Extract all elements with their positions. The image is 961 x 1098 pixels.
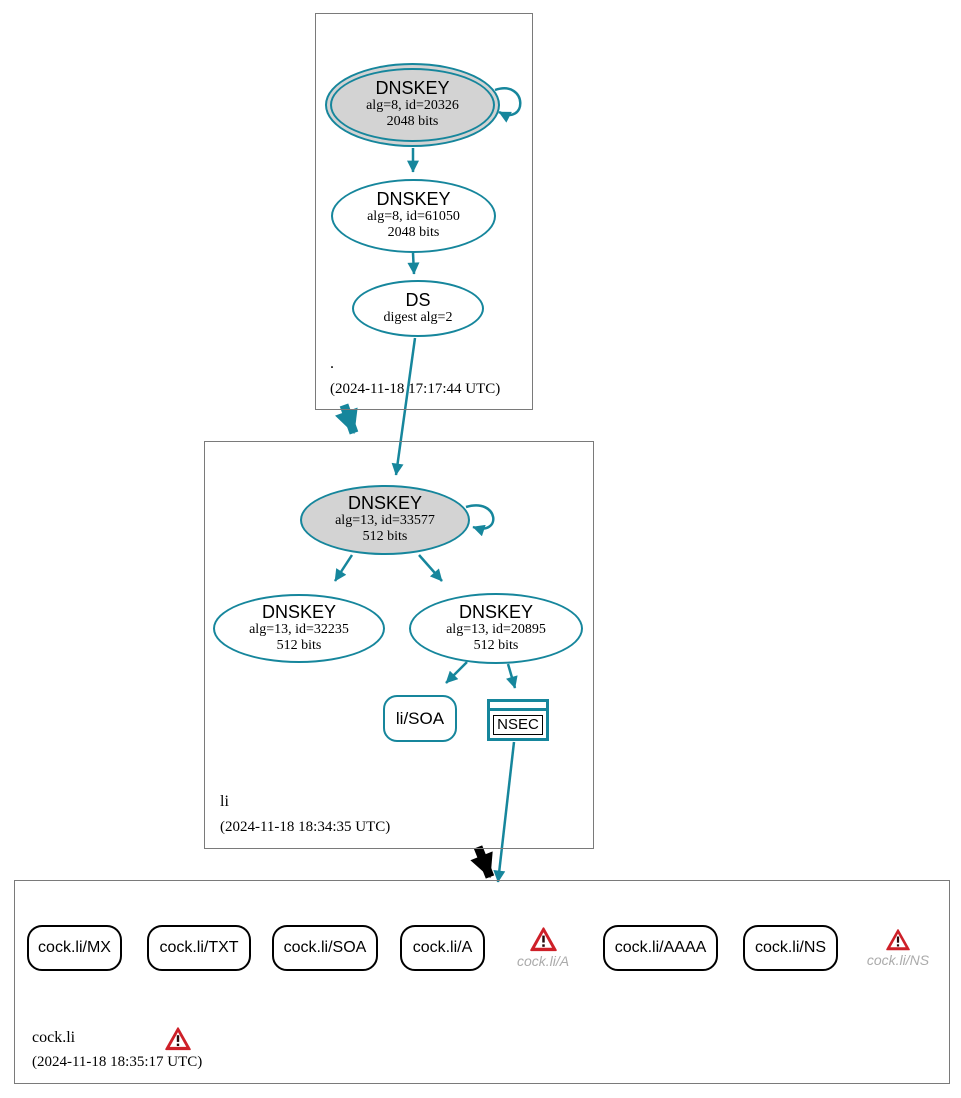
rrset-node-txt[interactable]: cock.li/TXT [147,925,251,971]
zone-label-li: li [220,793,229,810]
rrset-label: cock.li/MX [38,939,111,956]
node-title: DNSKEY [458,601,534,622]
zone-timestamp-cockli: (2024-11-18 18:35:17 UTC) [32,1054,203,1070]
node-detail: 512 bits [276,637,322,653]
nsec-body: NSEC [490,711,546,738]
node-detail: 2048 bits [387,225,440,241]
root-zsk-node[interactable]: DNSKEY alg=8, id=61050 2048 bits [331,179,496,253]
nsec-header-band [490,702,546,711]
rrset-node-aaaa[interactable]: cock.li/AAAA [603,925,718,971]
node-detail: alg=13, id=20895 [446,621,546,637]
rrset-label: cock.li/NS [754,939,827,956]
root-ksk-inner-ring [330,68,495,142]
zone-box-cockli [14,880,950,1084]
li-zsk1-node[interactable]: DNSKEY alg=13, id=32235 512 bits [213,594,385,663]
zone-box-root [315,13,533,410]
node-detail: 512 bits [473,637,519,653]
zone-label-cockli: cock.li [32,1029,76,1046]
node-title: DS [405,290,431,310]
node-label: NSEC [493,714,543,735]
li-ksk-node[interactable]: DNSKEY alg=13, id=33577 512 bits [300,485,470,555]
warning-icon [529,927,557,952]
node-title: DNSKEY [261,601,337,622]
rrset-label: cock.li/A [412,939,473,956]
node-detail: alg=13, id=32235 [249,621,349,637]
zone-timestamp-li: (2024-11-18 18:34:35 UTC) [220,819,391,835]
li-nsec-node[interactable]: NSEC [487,699,549,741]
node-detail: alg=13, id=33577 [335,513,435,529]
zone-label-root: . [330,355,334,372]
node-detail: digest alg=2 [383,309,453,325]
edge-li-delegation-arrow [470,845,495,879]
li-soa-node[interactable]: li/SOA [383,695,457,742]
root-ds-node[interactable]: DS digest alg=2 [352,280,484,337]
node-label: li/SOA [395,708,445,728]
warning-label: cock.li/NS [866,952,930,968]
warning-label: cock.li/A [516,953,570,969]
warning-icon [886,929,910,951]
rrset-node-a[interactable]: cock.li/A [400,925,485,971]
li-zsk2-node[interactable]: DNSKEY alg=13, id=20895 512 bits [409,593,583,664]
rrset-node-soa[interactable]: cock.li/SOA [272,925,378,971]
zone-warning-icon[interactable] [165,1027,191,1051]
node-title: DNSKEY [376,189,451,210]
rrset-warning-a[interactable]: cock.li/A [498,927,588,969]
node-detail: alg=8, id=61050 [367,209,460,225]
rrset-node-ns[interactable]: cock.li/NS [743,925,838,971]
rrset-node-mx[interactable]: cock.li/MX [27,925,122,971]
root-ksk-node[interactable]: DNSKEY alg=8, id=20326 2048 bits [325,63,500,147]
rrset-label: cock.li/SOA [283,939,367,956]
zone-timestamp-root: (2024-11-18 17:17:44 UTC) [330,381,501,397]
rrset-label: cock.li/TXT [159,939,239,956]
node-detail: 512 bits [362,529,408,545]
rrset-warning-ns[interactable]: cock.li/NS [853,929,943,968]
rrset-label: cock.li/AAAA [614,939,707,956]
node-title: DNSKEY [347,493,423,514]
zone-box-li [204,441,594,849]
